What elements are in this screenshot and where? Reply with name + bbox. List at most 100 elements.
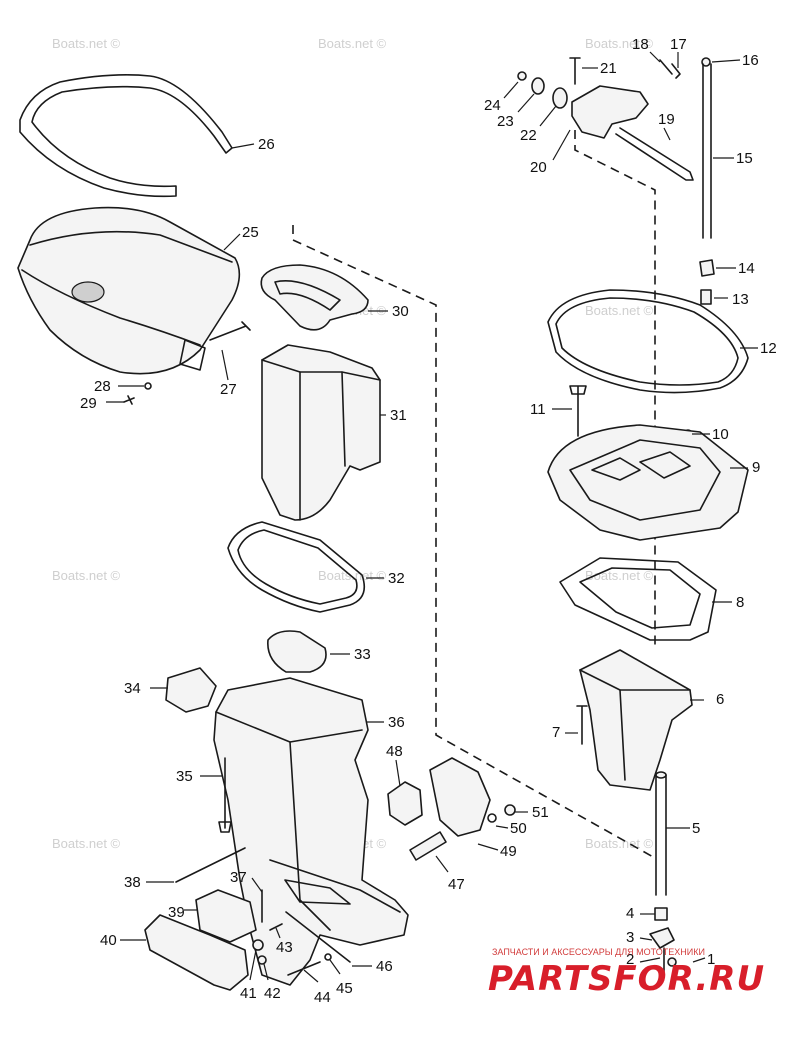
callout-18: 18 — [632, 36, 649, 53]
callout-46: 46 — [376, 958, 393, 975]
part-35-bolt — [218, 757, 232, 833]
part-43-screw — [269, 923, 283, 931]
callout-5: 5 — [692, 820, 700, 837]
part-41-washer — [252, 939, 264, 951]
assembly-guide-lines — [292, 130, 656, 859]
part-23-washer — [531, 77, 545, 95]
callout-13: 13 — [732, 291, 749, 308]
watermark: Boats.net © — [318, 36, 387, 51]
callout-51: 51 — [532, 804, 549, 821]
part-11-bolt — [569, 385, 587, 437]
part-38-rod — [175, 847, 246, 883]
part-5-tube-top — [655, 771, 667, 779]
callout-22: 22 — [520, 127, 537, 144]
callout-38: 38 — [124, 874, 141, 891]
part-40-cover — [144, 914, 249, 991]
callout-26: 26 — [258, 136, 275, 153]
part-49-clamp — [429, 757, 491, 837]
brand-logo: PARTSFOR.RU — [488, 959, 765, 999]
part-44-pin — [287, 961, 321, 976]
callout-4: 4 — [626, 905, 634, 922]
callout-30: 30 — [392, 303, 409, 320]
callout-42: 42 — [264, 985, 281, 1002]
part-51-nut — [504, 804, 516, 816]
callout-15: 15 — [736, 150, 753, 167]
part-27-bolt — [209, 321, 251, 341]
callout-29: 29 — [80, 395, 97, 412]
part-26-seal-strip — [19, 74, 233, 198]
part-48-mount-block — [387, 781, 423, 826]
callout-48: 48 — [386, 743, 403, 760]
callout-36: 36 — [388, 714, 405, 731]
callout-50: 50 — [510, 820, 527, 837]
callout-39: 39 — [168, 904, 185, 921]
part-24-nut — [517, 71, 527, 81]
callout-9: 9 — [752, 459, 760, 476]
watermark: Boats.net © — [52, 36, 121, 51]
watermark: Boats.net © — [52, 568, 121, 583]
callout-1: 1 — [707, 951, 715, 968]
part-21-bolt — [569, 57, 581, 85]
callout-2: 2 — [626, 951, 634, 968]
callout-8: 8 — [736, 594, 744, 611]
callout-41: 41 — [240, 985, 257, 1002]
callout-20: 20 — [530, 159, 547, 176]
watermark: Boats.net © — [585, 36, 654, 51]
part-3-fitting — [649, 927, 675, 949]
part-16-nut — [701, 57, 711, 67]
part-50-washer — [487, 813, 497, 823]
part-30-exhaust-plate — [260, 264, 369, 331]
leader-lines — [106, 51, 758, 983]
part-5-tube — [655, 774, 667, 896]
callout-47: 47 — [448, 876, 465, 893]
part-25-top-cowl — [17, 206, 241, 375]
part-12-seal-ring — [547, 289, 749, 394]
part-32-gasket — [227, 521, 366, 613]
watermark: Boats.net © — [52, 836, 121, 851]
callout-11: 11 — [530, 401, 546, 418]
brand-watermark: ЗАПЧАСТИ И АКСЕССУАРЫ ДЛЯ МОТОТЕХНИКИ PA… — [488, 947, 765, 999]
part-47-plate — [409, 831, 447, 861]
callout-49: 49 — [500, 843, 517, 860]
callout-31: 31 — [390, 407, 407, 424]
part-14-fitting — [699, 259, 715, 277]
part-19-shaft — [615, 127, 694, 181]
part-15-long-shaft — [702, 63, 712, 239]
part-45-washer — [324, 953, 332, 961]
callout-labels: 1 2 3 4 5 6 7 8 9 10 11 12 13 14 15 16 1… — [80, 36, 777, 1006]
part-18-pin — [659, 59, 673, 75]
part-46-bolt — [285, 911, 351, 963]
callout-37: 37 — [230, 869, 247, 886]
part-17-clip — [671, 63, 681, 79]
brand-tagline: ЗАПЧАСТИ И АКСЕССУАРЫ ДЛЯ МОТОТЕХНИКИ — [492, 947, 705, 957]
callout-10: 10 — [712, 426, 729, 443]
callout-7: 7 — [552, 724, 560, 741]
part-29-screw — [123, 395, 135, 405]
upper-bracket-assembly — [517, 57, 711, 181]
part-9-adapter-plate — [547, 424, 749, 541]
part-4-bushing — [654, 907, 668, 921]
part-34-block — [165, 667, 217, 713]
part-42-nut — [257, 955, 267, 965]
callout-27: 27 — [220, 381, 237, 398]
callout-28: 28 — [94, 378, 111, 395]
part-7-bolt — [576, 705, 588, 745]
callout-33: 33 — [354, 646, 371, 663]
callout-3: 3 — [626, 929, 634, 946]
callout-19: 19 — [658, 111, 675, 128]
callout-44: 44 — [314, 989, 331, 1006]
callout-16: 16 — [742, 52, 759, 69]
part-8-gasket — [559, 557, 717, 641]
watermark: Boats.net © — [585, 303, 654, 318]
callout-32: 32 — [388, 570, 405, 587]
callout-43: 43 — [276, 939, 293, 956]
part-22-bushing — [552, 87, 568, 109]
part-33-seal — [267, 630, 327, 673]
callout-6: 6 — [716, 691, 724, 708]
callout-34: 34 — [124, 680, 141, 697]
callout-17: 17 — [670, 36, 687, 53]
part-1-washer — [667, 957, 677, 967]
part-20-bracket — [571, 85, 649, 139]
callout-12: 12 — [760, 340, 777, 357]
